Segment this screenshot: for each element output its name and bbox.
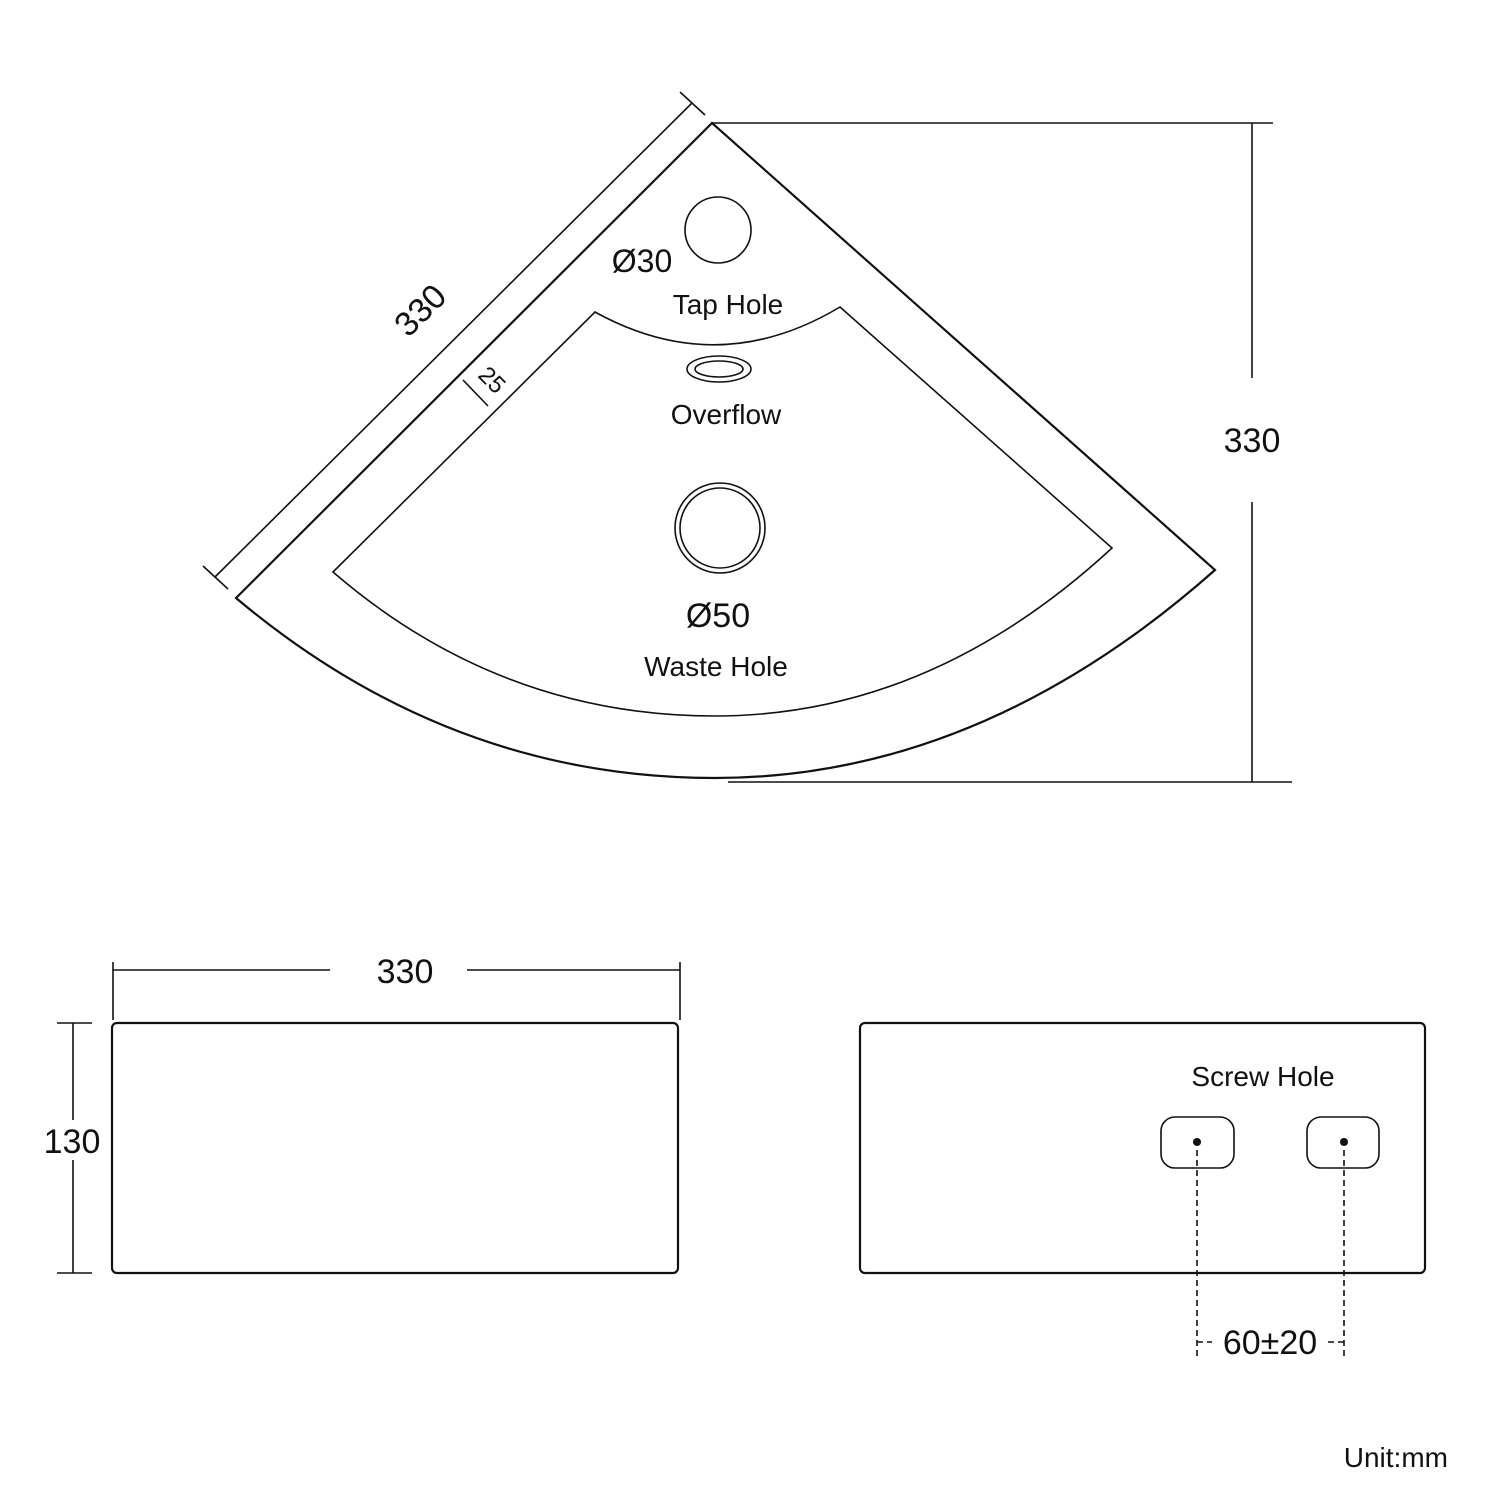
side-dimension-line	[214, 102, 693, 578]
front-view: 330 130	[44, 953, 681, 1275]
waste-hole-inner	[679, 487, 761, 569]
waste-hole-label: Waste Hole	[644, 651, 788, 682]
screw-point	[1340, 1138, 1348, 1146]
screw-point	[1193, 1138, 1201, 1146]
waste-hole-icon	[674, 482, 766, 574]
unit-label: Unit:mm	[1344, 1442, 1448, 1473]
top-view: 330 25 330 Ø30 Tap Hole Overflow Ø50 Was…	[202, 91, 1292, 783]
screw-hole-right	[1306, 1116, 1380, 1169]
screw-spacing-label: 60±20	[1223, 1324, 1317, 1362]
screw-hole-label: Screw Hole	[1191, 1061, 1334, 1092]
screw-hole-left	[1160, 1116, 1235, 1169]
front-outline	[110, 1021, 680, 1275]
height-dimension-label: 130	[44, 1123, 101, 1161]
height-dimension-label: 330	[1224, 422, 1281, 460]
rim-dimension-line	[462, 379, 489, 407]
tap-hole-label: Tap Hole	[673, 289, 784, 320]
bowl-outline	[331, 306, 1114, 717]
rim-dimension-label: 25	[473, 361, 511, 399]
waste-hole-diameter: Ø50	[686, 597, 750, 635]
overflow-label: Overflow	[671, 399, 782, 430]
dimension-tick	[202, 565, 229, 590]
tap-hole-icon	[684, 196, 752, 264]
overflow-icon	[686, 355, 752, 383]
overflow-inner	[694, 360, 744, 378]
dimension-tick	[679, 91, 706, 116]
width-dimension-label: 330	[377, 953, 434, 991]
tap-hole-diameter: Ø30	[612, 243, 672, 279]
back-view: Screw Hole 60±20	[858, 1021, 1427, 1362]
basin-outline	[234, 121, 1217, 780]
back-outline	[858, 1021, 1427, 1275]
side-dimension-label: 330	[387, 277, 454, 344]
